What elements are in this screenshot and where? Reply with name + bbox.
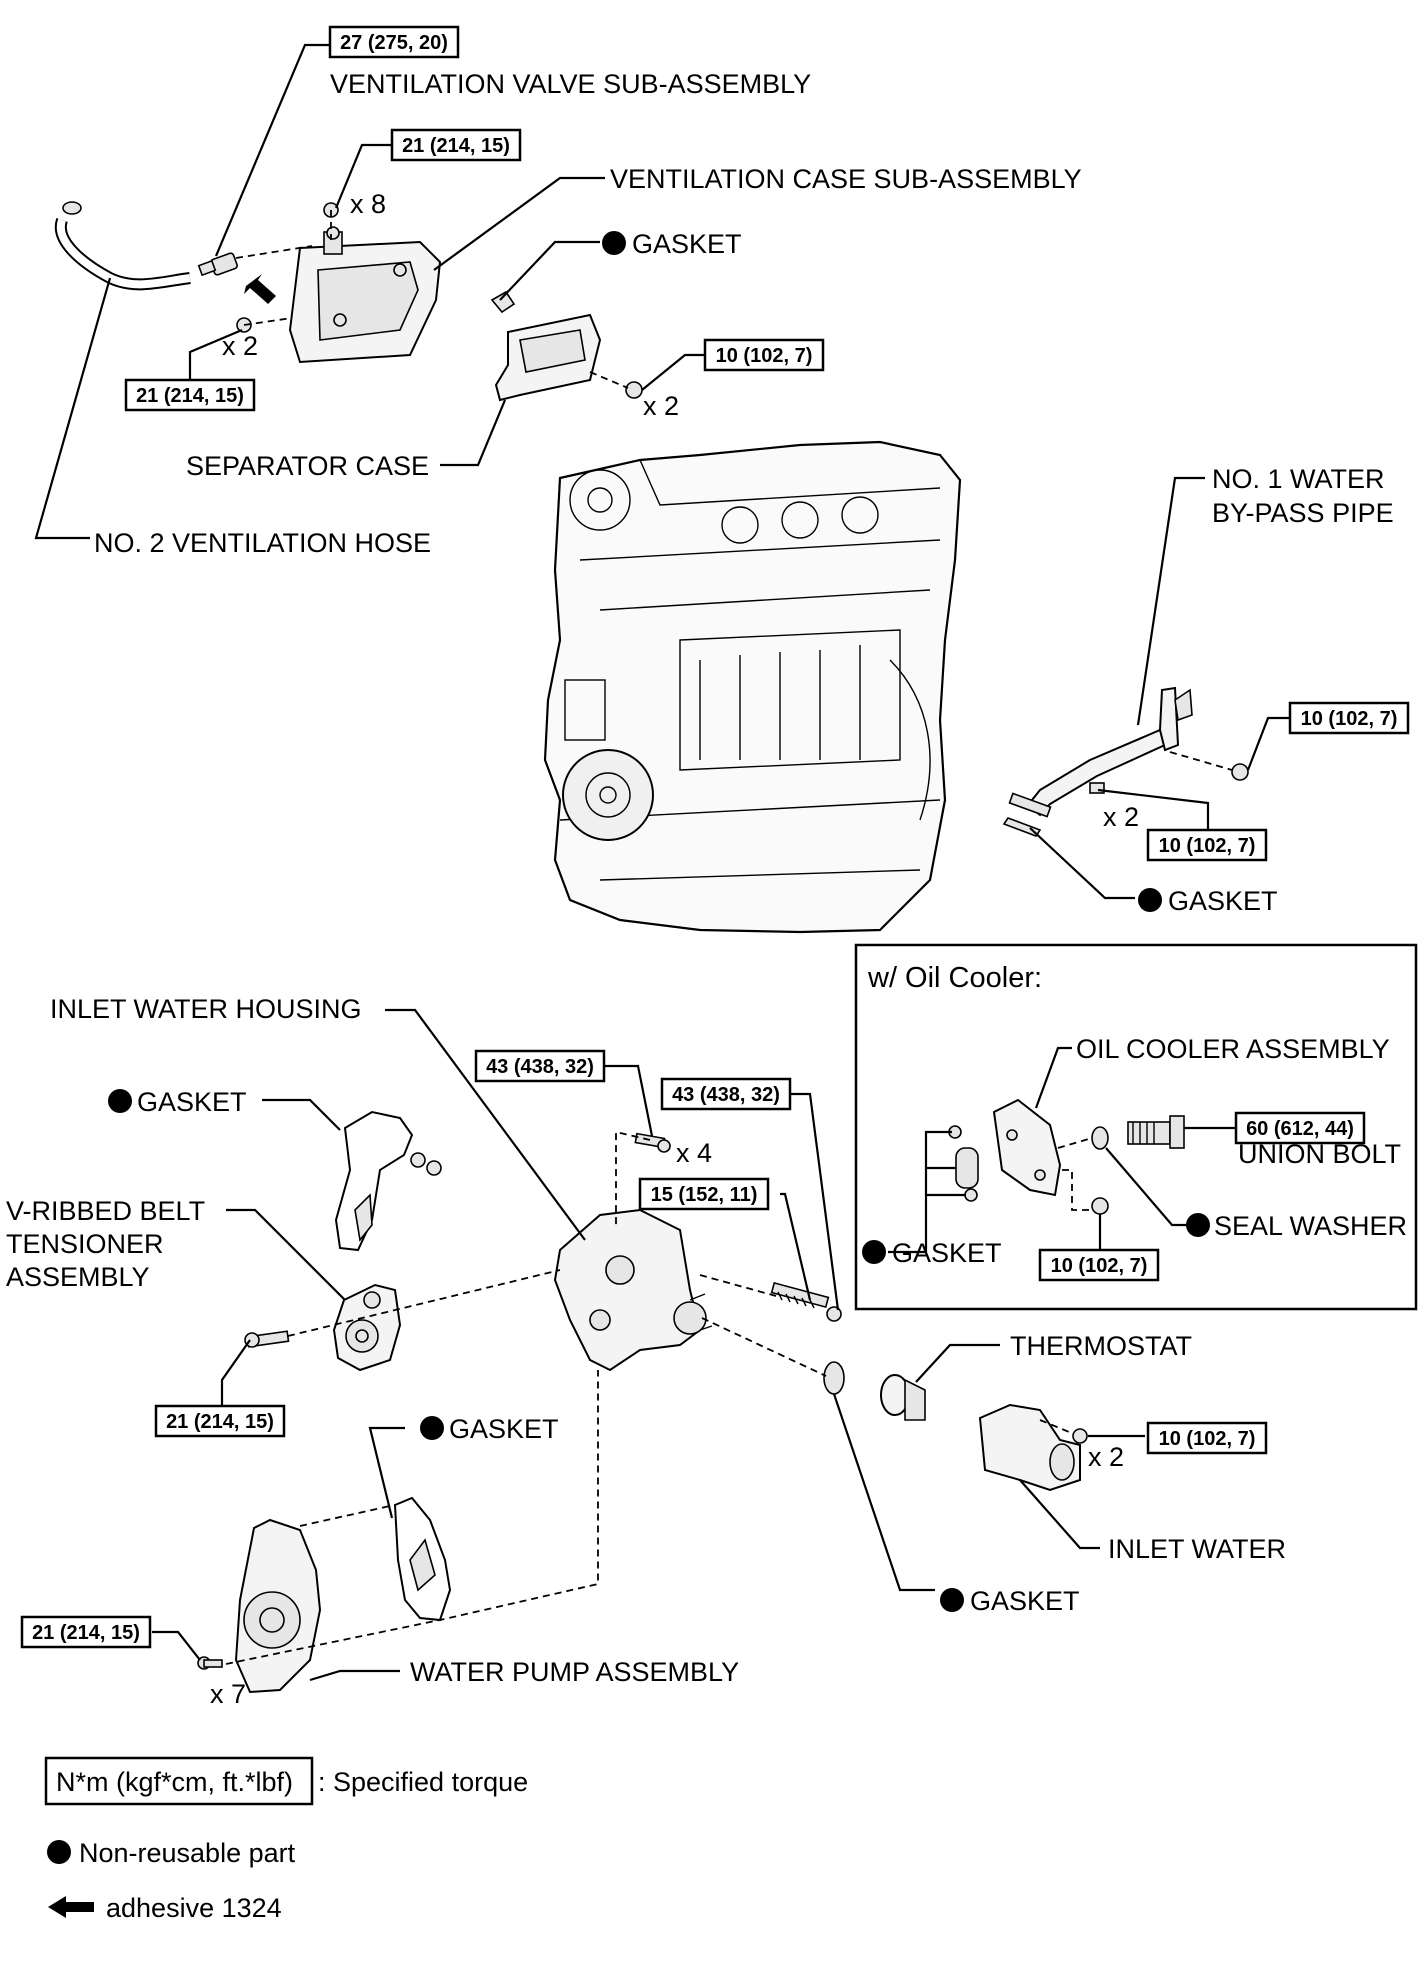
case-nut <box>236 317 293 333</box>
label-water-pump: WATER PUMP ASSEMBLY <box>410 1657 739 1687</box>
oil-cooler-gasket-small <box>964 1188 978 1202</box>
thermostat-gasket-part <box>823 1361 845 1395</box>
housing-stud <box>770 1281 830 1309</box>
nonreusable-icon <box>1186 1213 1210 1237</box>
nonreusable-icon <box>602 231 626 255</box>
separator-case-part <box>494 313 602 402</box>
bypass-pipe-stud <box>1089 782 1105 794</box>
legend-torque-desc: : Specified torque <box>318 1767 528 1797</box>
inlet-water-part <box>978 1403 1081 1492</box>
torque-bypass-bolt: 10 (102, 7) <box>1301 708 1398 730</box>
union-bolt-part <box>1127 1115 1185 1149</box>
label-seal-washer: SEAL WASHER <box>1214 1211 1407 1241</box>
water-pump-gasket-part <box>393 1496 452 1622</box>
legend-adhesive: adhesive 1324 <box>106 1893 282 1923</box>
torque-bypass-stud: 10 (102, 7) <box>1159 835 1256 857</box>
torque-inlet-water-nut: 10 (102, 7) <box>1159 1428 1256 1450</box>
label-union-bolt: UNION BOLT <box>1238 1139 1401 1169</box>
label-thermostat: THERMOSTAT <box>1010 1331 1192 1361</box>
count-case-nut: x 2 <box>222 331 258 361</box>
legend-nonreusable: Non-reusable part <box>79 1838 296 1868</box>
label-no1-pipe-line2: BY-PASS PIPE <box>1212 498 1394 528</box>
nonreusable-icon <box>940 1588 964 1612</box>
count-housing-bolt: x 4 <box>676 1138 712 1168</box>
housing-nut <box>826 1306 842 1322</box>
ventilation-valve-part <box>197 252 238 277</box>
label-oil-cooler-assembly: OIL COOLER ASSEMBLY <box>1076 1034 1390 1064</box>
label-vribbed-line1: V-RIBBED BELT <box>6 1196 205 1226</box>
case-bolt <box>323 202 339 240</box>
water-pump-part <box>234 1518 322 1694</box>
oil-cooler-title: w/ Oil Cooler: <box>867 962 1042 994</box>
nonreusable-icon <box>420 1416 444 1440</box>
label-ventilation-valve: VENTILATION VALVE SUB-ASSEMBLY <box>330 69 811 99</box>
oil-cooler-panel: w/ Oil Cooler: OIL COOLER ASSEMBLY <box>854 943 1418 1311</box>
label-gasket-housing: GASKET <box>137 1087 247 1117</box>
torque-tensioner-bolt: 21 (214, 15) <box>166 1411 274 1433</box>
label-separator-case: SEPARATOR CASE <box>186 451 429 481</box>
legend-torque-unit: N*m (kgf*cm, ft.*lbf) <box>56 1767 293 1797</box>
torque-housing-bolt: 43 (438, 32) <box>486 1056 594 1078</box>
oil-cooler-part <box>992 1098 1062 1197</box>
bypass-pipe-bolt <box>1169 751 1249 781</box>
filled-circle-icon <box>47 1840 71 1864</box>
inlet-water-nut <box>1072 1428 1088 1444</box>
torque-ventilation-valve: 27 (275, 20) <box>340 32 448 54</box>
torque-case-nut: 21 (214, 15) <box>136 385 244 407</box>
nonreusable-icon <box>108 1089 132 1113</box>
label-vribbed-line2: TENSIONER <box>6 1229 164 1259</box>
label-vribbed-line3: ASSEMBLY <box>6 1262 150 1292</box>
count-case-bolt: x 8 <box>350 189 386 219</box>
legend: N*m (kgf*cm, ft.*lbf) : Specified torque… <box>44 1756 528 1923</box>
thermostat-part <box>880 1374 926 1421</box>
inlet-water-housing-part <box>553 1208 713 1372</box>
label-ventilation-case: VENTILATION CASE SUB-ASSEMBLY <box>610 164 1082 194</box>
count-inlet-water-nut: x 2 <box>1088 1442 1124 1472</box>
label-gasket-oil-cooler: GASKET <box>892 1238 1002 1268</box>
label-inlet-water: INLET WATER <box>1108 1534 1286 1564</box>
torque-union-bolt: 60 (612, 44) <box>1246 1118 1354 1140</box>
no1-water-bypass-pipe-part <box>1008 686 1193 818</box>
tensioner-bolt <box>244 1330 290 1348</box>
separator-bolt <box>589 371 643 399</box>
bypass-pipe-gasket <box>1002 817 1042 837</box>
ventilation-case-part <box>288 226 442 364</box>
vribbed-tensioner-part <box>332 1283 402 1372</box>
torque-water-pump-bolt: 21 (214, 15) <box>32 1622 140 1644</box>
torque-housing-nut: 43 (438, 32) <box>672 1084 780 1106</box>
label-gasket-separator: GASKET <box>632 229 742 259</box>
housing-gasket-part <box>334 1110 442 1252</box>
nonreusable-icon <box>862 1240 886 1264</box>
torque-housing-stud: 15 (152, 11) <box>651 1184 758 1206</box>
label-gasket-thermostat: GASKET <box>970 1586 1080 1616</box>
torque-case-bolt: 21 (214, 15) <box>402 135 510 157</box>
label-no2-ventilation-hose: NO. 2 VENTILATION HOSE <box>94 528 431 558</box>
nonreusable-icon <box>1138 888 1162 912</box>
count-separator-bolt: x 2 <box>643 391 679 421</box>
label-inlet-water-housing: INLET WATER HOUSING <box>50 994 362 1024</box>
count-water-pump-bolt: x 7 <box>210 1679 246 1709</box>
label-gasket-bypass: GASKET <box>1168 886 1278 916</box>
no2-ventilation-hose <box>54 201 191 291</box>
seal-washer-part <box>1091 1126 1109 1150</box>
label-gasket-pump: GASKET <box>449 1414 559 1444</box>
label-no1-pipe-line1: NO. 1 WATER <box>1212 464 1385 494</box>
separator-gasket-part <box>490 290 516 314</box>
adhesive-arrow-icon <box>244 274 276 304</box>
count-bypass-stud: x 2 <box>1103 802 1139 832</box>
oil-cooler-gasket-ring <box>955 1147 979 1189</box>
torque-oil-cooler-nut: 10 (102, 7) <box>1051 1255 1148 1277</box>
housing-bolt <box>634 1132 671 1153</box>
oil-cooler-nut <box>1091 1197 1109 1215</box>
arrow-left-icon <box>48 1896 94 1918</box>
engine-block-illustration <box>543 440 962 934</box>
water-pump-bolt <box>197 1656 223 1670</box>
torque-separator-bolt: 10 (102, 7) <box>716 345 813 367</box>
